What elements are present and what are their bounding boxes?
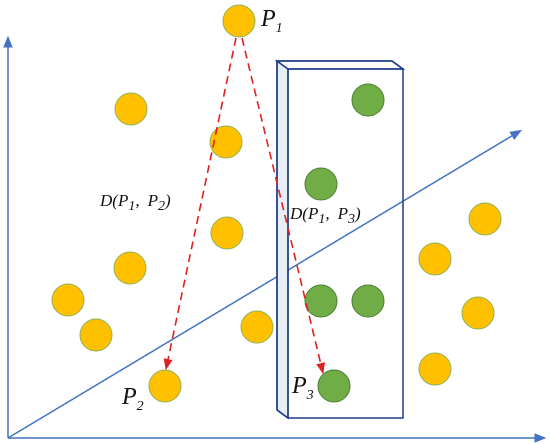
d13-b: P — [337, 204, 348, 223]
d13-a: P — [307, 204, 318, 223]
box-edge — [276, 409, 289, 419]
label-p2: P2 — [121, 384, 144, 414]
green-point-p3 — [317, 369, 351, 403]
green-point — [304, 167, 338, 201]
d13-suffix: ) — [354, 204, 361, 223]
d12-b: P — [147, 191, 158, 210]
d13-prefix: D( — [289, 204, 309, 223]
orange-point — [79, 318, 113, 352]
orange-point — [461, 296, 495, 330]
d12-a-sub: 1 — [128, 199, 135, 214]
orange-point — [51, 283, 85, 317]
d12-suffix: ) — [164, 191, 171, 210]
d13-sep: , — [325, 204, 329, 223]
label-p1-main: P — [260, 6, 276, 32]
label-p2-sub: 2 — [137, 399, 144, 414]
d12-prefix: D( — [99, 191, 119, 210]
orange-point — [468, 202, 502, 236]
selection-box — [274, 59, 406, 420]
orange-point — [113, 251, 147, 285]
label-p3-main: P — [291, 373, 307, 399]
box-top-face — [274, 60, 406, 70]
orange-point — [418, 352, 452, 386]
box-edge — [391, 60, 404, 70]
distance-arrow-p1-p3 — [241, 37, 325, 375]
orange-point — [240, 310, 274, 344]
green-point — [351, 83, 385, 117]
d13-b-sub: 3 — [347, 212, 355, 227]
orange-point — [114, 92, 148, 126]
orange-point-p2 — [148, 369, 182, 403]
box-front-face — [287, 68, 404, 419]
green-point — [351, 284, 385, 318]
d12-b-sub: 2 — [158, 199, 165, 214]
orange-point — [210, 216, 244, 250]
label-distance-p1-p2: D(P1,P2) — [99, 191, 171, 214]
label-p3-sub: 3 — [306, 388, 314, 403]
box-side-face — [276, 59, 289, 420]
distance-arrow-p1-p2 — [163, 37, 237, 371]
green-point — [304, 284, 338, 318]
orange-point — [209, 125, 243, 159]
green-points — [304, 83, 385, 403]
d12-a: P — [117, 191, 128, 210]
label-p2-main: P — [121, 384, 137, 410]
d12-sep: , — [135, 191, 139, 210]
projection-line — [7, 129, 523, 439]
label-distance-p1-p3: D(P1,P3) — [289, 204, 361, 227]
label-p1: P1 — [260, 6, 283, 36]
label-p1-sub: 1 — [276, 21, 283, 36]
d13-a-sub: 1 — [318, 212, 325, 227]
orange-point — [418, 242, 452, 276]
orange-points — [51, 4, 502, 403]
orange-point-p1 — [222, 4, 256, 38]
label-p3: P3 — [291, 373, 314, 403]
